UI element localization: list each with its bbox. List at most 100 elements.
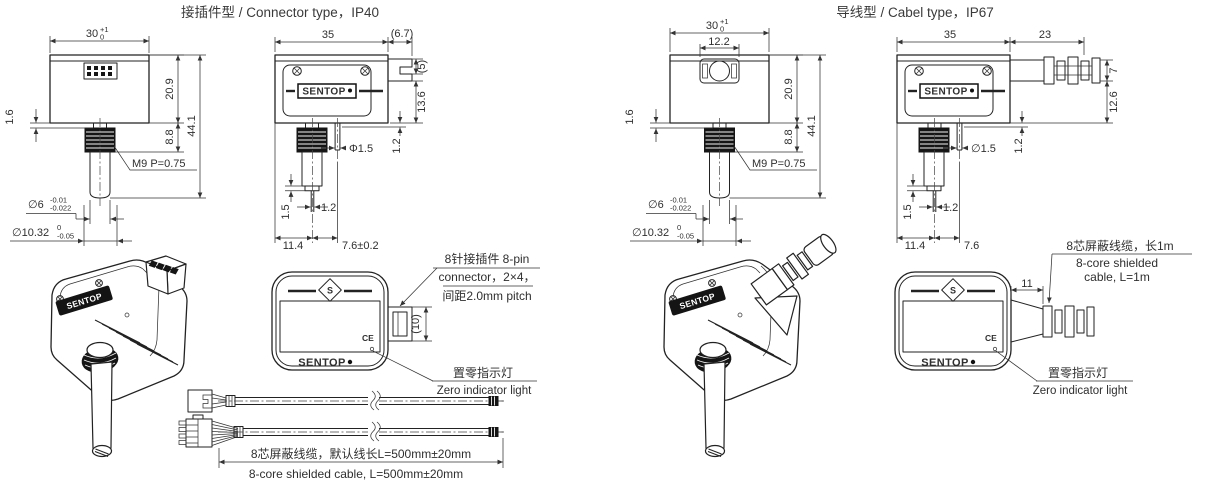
note-line1: 8针接插件 8-pin xyxy=(445,251,530,266)
right-title: 导线型 / Cabel type，IP67 xyxy=(836,5,994,20)
cable-note-en1: 8-core shielded xyxy=(1076,256,1158,270)
dim-width-35: 35 xyxy=(274,29,389,52)
brand-dot xyxy=(970,359,976,365)
cable-note-en2: cable, L=1m xyxy=(1084,270,1150,284)
brand-label: SENTOP xyxy=(921,357,968,369)
zero-indicator-led xyxy=(992,346,998,352)
dim-pin-dia: ∅1.5 xyxy=(943,143,996,155)
dim-label: ∅6 xyxy=(28,199,44,211)
dim-label: 1.6 xyxy=(4,109,16,124)
screw-icon xyxy=(95,279,103,287)
dim-tol-up: +1 xyxy=(720,17,729,26)
dim-tol-low: -0.022 xyxy=(50,204,71,213)
right-front-view: 30 +1 0 12.2 1.6 20.9 8. xyxy=(624,17,826,246)
thread-spec-label: M9 P=0.75 xyxy=(132,158,186,170)
brand-label: SENTOP xyxy=(298,357,345,369)
dim-label: 20.9 xyxy=(164,78,176,99)
dim-12_6: 12.6 xyxy=(1010,81,1120,124)
screw-icon xyxy=(914,66,924,76)
pin-socket xyxy=(83,62,118,80)
dim-neck-1_6: 1.6 xyxy=(624,109,713,142)
dim-label: ∅1.5 xyxy=(971,143,996,155)
dim-label: 13.6 xyxy=(416,91,428,112)
dim-label: 35 xyxy=(322,29,334,41)
callout-zero-indicator: 置零指示灯 Zero indicator light xyxy=(995,350,1133,397)
isometric-body: SENTOP xyxy=(50,259,188,458)
dim-label: 20.9 xyxy=(783,78,795,99)
callout-8pin-connector: 8针接插件 8-pin connector，2×4， 间距2.0mm pitch xyxy=(399,251,540,307)
dim-gland-11: 11 xyxy=(1010,278,1044,304)
dim-cable-23: 23 xyxy=(1010,29,1085,55)
dim-label: 1.5 xyxy=(902,204,914,219)
neck xyxy=(305,122,319,129)
dim-bushing-dia: ∅10.32 0 -0.05 xyxy=(10,205,132,246)
dim-shaft-dia: ∅6 -0.01 -0.022 xyxy=(26,196,124,224)
dim-label: 1.5 xyxy=(280,204,292,219)
logo-icon: S xyxy=(288,278,372,302)
dim-label: (10) xyxy=(410,314,422,334)
cable-exit-rear xyxy=(1010,299,1095,343)
dim-label: 1.2 xyxy=(943,202,958,214)
cable-note-en: 8-core shielded cable, L=500mm±20mm xyxy=(249,467,463,481)
dim-total-44_1: 44.1 xyxy=(110,54,206,199)
dim-tol-up: +1 xyxy=(100,25,109,34)
dim-label: 1.2 xyxy=(321,202,336,214)
dim-label: 35 xyxy=(944,29,956,41)
ce-mark: CE xyxy=(985,333,997,343)
right-back-view: S CE SENTOP 11 8芯屏蔽 xyxy=(894,239,1192,397)
dim-tol-low: -0.022 xyxy=(670,204,691,213)
dim-label: 30 xyxy=(706,20,718,32)
dim-label: 11.4 xyxy=(905,240,926,252)
dim-label: 11 xyxy=(1021,278,1032,290)
connector-tab xyxy=(388,58,413,82)
dim-tol-low: -0.05 xyxy=(677,232,694,241)
dim-label: Φ1.5 xyxy=(349,143,373,155)
dim-label: 8.8 xyxy=(164,129,176,144)
cable-note-cn: 8芯屏蔽线缆，默认线长L=500mm±20mm xyxy=(251,446,471,461)
dim-pin-offset-1_2: 1.2 xyxy=(342,111,406,154)
dim-label: 7.6 xyxy=(964,240,979,252)
dim-pin-dia: Φ1.5 xyxy=(321,143,373,155)
dim-tol-low: 0 xyxy=(100,33,104,42)
zero-label-cn: 置零指示灯 xyxy=(453,365,513,380)
cable-type-group: 导线型 / Cabel type，IP67 xyxy=(624,5,1192,458)
dim-thread-8_8: 8.8 xyxy=(115,123,184,153)
dim-label: 7.6±0.2 xyxy=(342,240,379,252)
callout-shielded-cable: 8芯屏蔽线缆，长1m 8-core shielded cable, L=1m xyxy=(1046,239,1192,304)
probe-shaft xyxy=(923,151,945,187)
dim-label: (6.7) xyxy=(391,28,414,40)
tip-step xyxy=(304,186,320,192)
dim-label: 1.2 xyxy=(391,138,403,153)
dim-slot-1_2: 1.2 xyxy=(919,202,958,214)
connector-tab-rear xyxy=(387,306,413,342)
dim-cable-length: 8芯屏蔽线缆，默认线长L=500mm±20mm 8-core shielded … xyxy=(218,438,504,481)
logo-icon: S xyxy=(911,278,995,302)
thread-bushing xyxy=(296,127,328,153)
brand-label: SENTOP xyxy=(302,87,345,98)
dim-label: ∅10.32 xyxy=(12,227,49,239)
dim-label: 1.6 xyxy=(624,109,636,124)
dim-13_6: 13.6 xyxy=(390,80,428,124)
right-isometric-view xyxy=(663,233,837,458)
dim-label: 12.2 xyxy=(708,36,729,48)
dim-pin-offset-1_2: 1.2 xyxy=(964,111,1028,154)
dim-label: 44.1 xyxy=(186,115,198,136)
left-back-view: S CE SENTOP (10) 8针接插件 8-pin xyxy=(271,251,540,397)
cable-1 xyxy=(187,389,504,413)
dim-label: 12.6 xyxy=(1108,91,1120,112)
logo-letter: S xyxy=(327,286,333,296)
dim-conn-10: (10) xyxy=(410,306,432,342)
dim-bottom-offsets: 11.4 7.6±0.2 xyxy=(274,123,379,252)
callout-zero-indicator: 置零指示灯 Zero indicator light xyxy=(372,350,537,397)
note-line2: connector，2×4， xyxy=(438,270,535,284)
screw-icon xyxy=(360,66,370,76)
dim-label: 1.2 xyxy=(1013,138,1025,153)
dim-tol-up: 0 xyxy=(57,223,61,232)
dim-label: ∅6 xyxy=(648,199,664,211)
brand-dot xyxy=(970,88,974,93)
zero-label-en: Zero indicator light xyxy=(437,385,532,397)
dim-tol-up: -0.01 xyxy=(50,196,67,205)
dim-label: 30 xyxy=(86,28,98,40)
